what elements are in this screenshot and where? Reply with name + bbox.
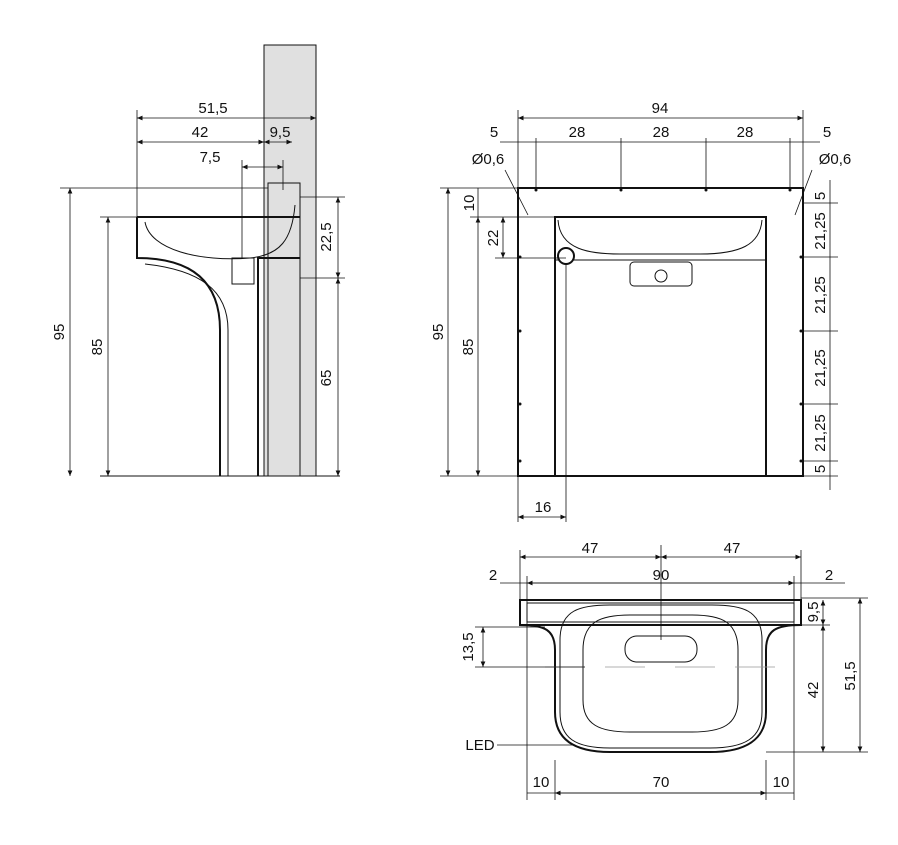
dim-spacing-1: 28 xyxy=(569,124,586,141)
dim-rim-height: 85 xyxy=(89,339,106,356)
dim-center-width: 70 xyxy=(653,774,670,791)
dim-width-total: 51,5 xyxy=(198,100,227,117)
dim-hole-drop: 22 xyxy=(485,230,502,247)
dim-v-2: 21,25 xyxy=(812,276,829,314)
dim-v-4: 21,25 xyxy=(812,414,829,452)
dim-side-thickness: 16 xyxy=(535,499,552,516)
dim-spacing-2: 28 xyxy=(653,124,670,141)
dim-drain-offset: 13,5 xyxy=(460,632,477,661)
dim-basin-depth: 42 xyxy=(192,124,209,141)
dim-v-bottom: 5 xyxy=(812,465,829,473)
dim-v-top: 5 xyxy=(812,192,829,200)
dim-basin-depth: 42 xyxy=(805,682,822,699)
dim-back-depth: 9,5 xyxy=(805,602,822,623)
side-view: 51,5 42 9,5 7,5 22,5 65 95 85 xyxy=(51,44,345,477)
frame xyxy=(517,187,804,477)
dim-rim-height: 85 xyxy=(460,339,477,356)
dim-inner-width: 90 xyxy=(653,567,670,584)
dim-spacing-3: 28 xyxy=(737,124,754,141)
dim-side-right: 10 xyxy=(773,774,790,791)
dim-v-1: 21,25 xyxy=(812,212,829,250)
wall xyxy=(263,44,317,477)
top-view: 47 47 90 2 2 9,5 42 51,5 13,5 LED 10 70 … xyxy=(460,540,868,800)
dim-total-width: 94 xyxy=(652,100,669,117)
dim-edge-right: 2 xyxy=(825,567,833,584)
dim-top-offset: 10 xyxy=(461,195,478,212)
dim-margin-left: 5 xyxy=(490,124,498,141)
led-label: LED xyxy=(465,737,494,754)
back-panel xyxy=(519,599,802,626)
front-view: 94 5 28 28 28 5 Ø0,6 Ø0,6 10 22 95 85 5 … xyxy=(430,100,851,522)
dim-total-height: 95 xyxy=(430,324,447,341)
dim-wall-offset: 9,5 xyxy=(270,124,291,141)
dim-half-left: 47 xyxy=(582,540,599,557)
dim-drain-offset: 7,5 xyxy=(200,149,221,166)
dim-total-depth: 51,5 xyxy=(842,661,859,690)
dim-half-right: 47 xyxy=(724,540,741,557)
dim-upper-height: 22,5 xyxy=(318,222,335,251)
dim-hole-right: Ø0,6 xyxy=(819,151,852,168)
dim-margin-right: 5 xyxy=(823,124,831,141)
dim-lower-height: 65 xyxy=(318,370,335,387)
dim-total-height: 95 xyxy=(51,324,68,341)
dim-edge-left: 2 xyxy=(489,567,497,584)
dim-hole-left: Ø0,6 xyxy=(472,151,505,168)
dim-side-left: 10 xyxy=(533,774,550,791)
dim-v-3: 21,25 xyxy=(812,349,829,387)
